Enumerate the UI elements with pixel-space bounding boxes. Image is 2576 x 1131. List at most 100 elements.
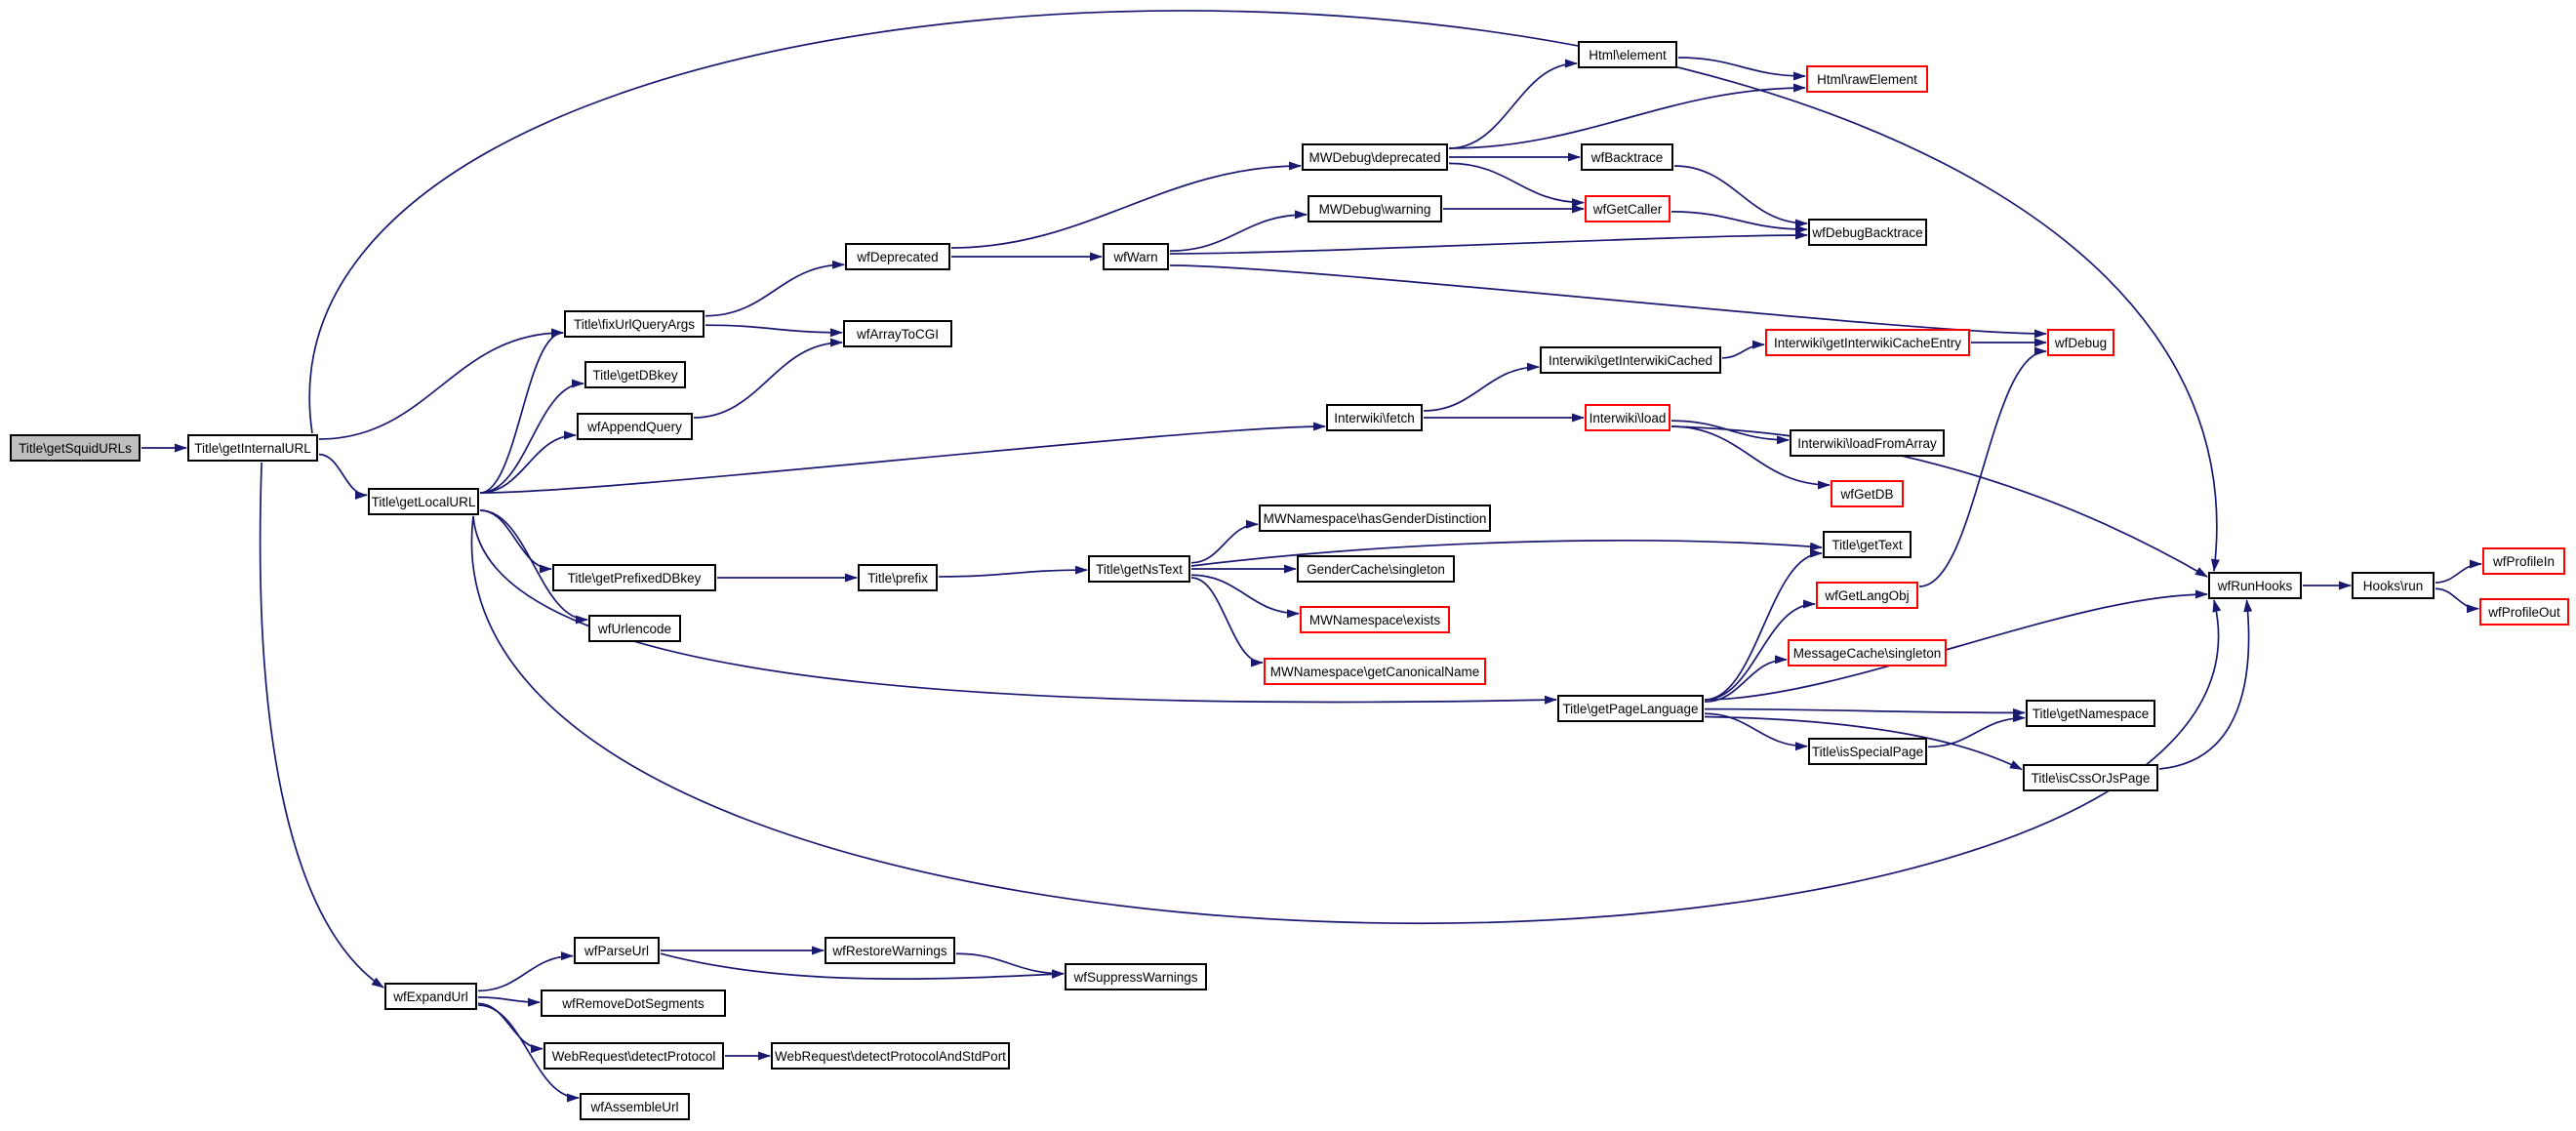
node-Title_getNsText[interactable]: Title\getNsText (1088, 555, 1190, 583)
node-Title_isCssOrJsPage[interactable]: Title\isCssOrJsPage (2023, 764, 2158, 791)
node-Interwiki_getInterwikiCached[interactable]: Interwiki\getInterwikiCached (1540, 346, 1721, 374)
call-edge-getInternalURL--fixUrlQueryArgs (318, 328, 564, 440)
call-edge-Title_isCssOrJsPage--wfRunHooks (2158, 599, 2253, 770)
node-wfGetDB[interactable]: wfGetDB (1831, 480, 1904, 507)
node-getDBkey[interactable]: Title\getDBkey (584, 361, 686, 388)
call-edge-Title_getPageLanguage--Title_getText (1704, 548, 1823, 701)
node-wfParseUrl[interactable]: wfParseUrl (574, 937, 660, 964)
call-edge-wfExpandUrl--wfParseUrl (477, 951, 574, 992)
node-wfRunHooks[interactable]: wfRunHooks (2208, 572, 2302, 599)
node-MWNamespace_hasGenderDistinction[interactable]: MWNamespace\hasGenderDistinction (1259, 505, 1491, 532)
node-Title_getNamespace[interactable]: Title\getNamespace (2026, 700, 2155, 727)
call-edge-fixUrlQueryArgs--wfArrayToCGI (704, 324, 843, 338)
node-Title_getPrefixedDBkey[interactable]: Title\getPrefixedDBkey (552, 564, 716, 591)
call-edge-Hooks_run--wfProfileIn (2435, 559, 2482, 584)
call-edge-MWDebug_deprecated--Html_rawElement (1448, 83, 1806, 149)
node-wfProfileIn[interactable]: wfProfileIn (2482, 547, 2565, 575)
node-Html_element[interactable]: Html\element (1578, 41, 1677, 68)
call-edge-wfWarn--MWDebug_warning (1169, 210, 1308, 252)
call-edge-Title_getPageLanguage--Title_isSpecialPage (1704, 712, 1808, 751)
node-Title_getPageLanguage[interactable]: Title\getPageLanguage (1557, 695, 1704, 722)
node-wfAppendQuery[interactable]: wfAppendQuery (577, 413, 693, 440)
node-wfRemoveDotSegments[interactable]: wfRemoveDotSegments (541, 990, 726, 1017)
call-edge-fixUrlQueryArgs--wfDeprecated (704, 260, 845, 317)
node-Title_prefix[interactable]: Title\prefix (858, 564, 938, 591)
node-Interwiki_loadFromArray[interactable]: Interwiki\loadFromArray (1790, 429, 1945, 457)
call-edge-wfDeprecated--MWDebug_deprecated (950, 161, 1302, 249)
node-Interwiki_fetch[interactable]: Interwiki\fetch (1326, 404, 1423, 431)
node-wfBacktrace[interactable]: wfBacktrace (1581, 143, 1673, 171)
call-edge-Title_getNsText--MWNamespace_exists (1190, 574, 1300, 619)
call-edge-Title_getPageLanguage--MessageCache_singleton (1704, 655, 1788, 704)
node-MessageCache_singleton[interactable]: MessageCache\singleton (1788, 639, 1947, 666)
call-edge-getLocalURL--Title_getPageLanguage (472, 515, 1557, 705)
call-edge-Title_getPageLanguage--wfRunHooks (1704, 589, 2208, 701)
call-edge-Title_getNsText--Title_getText (1190, 540, 1823, 567)
node-getInternalURL[interactable]: Title\getInternalURL (187, 434, 318, 462)
node-MWNamespace_getCanonicalName[interactable]: MWNamespace\getCanonicalName (1264, 658, 1486, 685)
node-wfArrayToCGI[interactable]: wfArrayToCGI (843, 320, 952, 347)
call-edge-getLocalURL--fixUrlQueryArgs (479, 328, 564, 494)
call-edge-wfGetCaller--wfDebugBacktrace (1670, 211, 1808, 234)
call-edge-getInternalURL--getLocalURL (318, 453, 368, 500)
node-wfSuppressWarnings[interactable]: wfSuppressWarnings (1065, 963, 1207, 990)
node-GenderCache_singleton[interactable]: GenderCache\singleton (1297, 555, 1455, 583)
call-edge-getLocalURL--Interwiki_fetch (479, 422, 1326, 494)
call-edge-Hooks_run--wfProfileOut (2435, 587, 2479, 614)
call-edge-getInternalURL--wfExpandUrl (259, 462, 384, 989)
node-MWDebug_deprecated[interactable]: MWDebug\deprecated (1302, 143, 1448, 171)
call-edge-Title_getPageLanguage--Title_getNamespace (1704, 707, 2026, 717)
call-edge-Title_getNsText--MWNamespace_getCanonicalName (1190, 577, 1264, 667)
node-wfDebug[interactable]: wfDebug (2047, 329, 2114, 356)
call-edge-wfAppendQuery--wfArrayToCGI (693, 338, 843, 419)
node-wfProfileOut[interactable]: wfProfileOut (2479, 598, 2569, 626)
node-Title_getText[interactable]: Title\getText (1823, 531, 1912, 558)
call-edge-Title_getPageLanguage--Title_isCssOrJsPage (1704, 715, 2023, 771)
call-edge-getInternalURL--wfRunHooks (308, 10, 2220, 572)
call-edge-wfRestoreWarnings--wfSuppressWarnings (955, 952, 1065, 979)
node-wfDeprecated[interactable]: wfDeprecated (845, 243, 950, 270)
call-edge-Interwiki_load--wfGetDB (1670, 425, 1831, 490)
node-MWNamespace_exists[interactable]: MWNamespace\exists (1300, 606, 1450, 633)
node-Interwiki_load[interactable]: Interwiki\load (1585, 404, 1670, 431)
node-wfAssembleUrl[interactable]: wfAssembleUrl (580, 1093, 690, 1120)
call-edge-MWDebug_deprecated--Html_element (1448, 59, 1578, 149)
node-wfUrlencode[interactable]: wfUrlencode (588, 615, 681, 642)
call-edge-getLocalURL--wfAppendQuery (479, 430, 577, 494)
node-Html_rawElement[interactable]: Html\rawElement (1806, 65, 1928, 93)
node-wfWarn[interactable]: wfWarn (1103, 243, 1169, 270)
node-WebRequest_detectProtocolAndStdPort[interactable]: WebRequest\detectProtocolAndStdPort (771, 1042, 1010, 1070)
call-edge-wfGetLangObj--wfDebug (1918, 346, 2047, 587)
call-edge-wfExpandUrl--WebRequest_detectProtocol (477, 1002, 543, 1054)
call-edge-wfExpandUrl--wfAssembleUrl (477, 1004, 580, 1103)
call-edge-Title_getPageLanguage--wfGetLangObj (1704, 599, 1816, 701)
node-fixUrlQueryArgs[interactable]: Title\fixUrlQueryArgs (564, 310, 704, 338)
node-Title_isSpecialPage[interactable]: Title\isSpecialPage (1808, 738, 1927, 765)
call-edge-MWDebug_deprecated--wfGetCaller (1448, 162, 1585, 208)
node-wfExpandUrl[interactable]: wfExpandUrl (384, 983, 477, 1010)
call-edge-getLocalURL--getDBkey (479, 379, 584, 494)
call-edge-Interwiki_getInterwikiCached--Interwiki_getInterwikiCacheEntry (1721, 340, 1765, 359)
node-WebRequest_detectProtocol[interactable]: WebRequest\detectProtocol (543, 1042, 724, 1070)
call-edge-Title_prefix--Title_getNsText (938, 565, 1088, 578)
node-Hooks_run[interactable]: Hooks\run (2352, 572, 2435, 599)
node-getLocalURL[interactable]: Title\getLocalURL (368, 488, 479, 515)
call-edge-Title_isSpecialPage--Title_getNamespace (1927, 713, 2026, 748)
call-edge-Title_getNsText--MWNamespace_hasGenderDistinction (1190, 519, 1259, 564)
call-edge-wfWarn--wfDebugBacktrace (1169, 230, 1808, 255)
node-wfGetLangObj[interactable]: wfGetLangObj (1816, 582, 1918, 609)
call-edge-Interwiki_load--wfRunHooks (1670, 425, 2208, 578)
call-edge-Interwiki_fetch--Interwiki_getInterwikiCached (1423, 362, 1540, 412)
node-wfGetCaller[interactable]: wfGetCaller (1585, 195, 1670, 222)
call-edge-wfBacktrace--wfDebugBacktrace (1673, 165, 1808, 228)
node-Interwiki_getInterwikiCacheEntry[interactable]: Interwiki\getInterwikiCacheEntry (1765, 329, 1970, 356)
node-MWDebug_warning[interactable]: MWDebug\warning (1308, 195, 1442, 222)
node-wfDebugBacktrace[interactable]: wfDebugBacktrace (1808, 219, 1927, 246)
node-getSquidURLs[interactable]: Title\getSquidURLs (10, 434, 141, 462)
call-edge-wfParseUrl--wfSuppressWarnings (660, 952, 1065, 980)
call-edge-getLocalURL--wfUrlencode (479, 509, 588, 625)
call-edge-Html_element--Html_rawElement (1677, 57, 1806, 81)
node-wfRestoreWarnings[interactable]: wfRestoreWarnings (825, 937, 955, 964)
